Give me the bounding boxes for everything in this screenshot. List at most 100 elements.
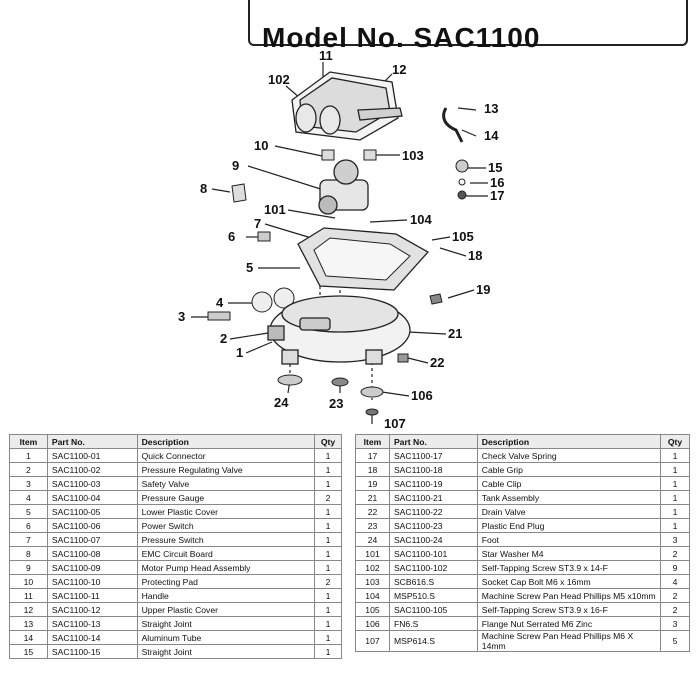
cell-item: 14: [9, 630, 48, 645]
cell-part-no: SAC1100-15: [46, 644, 138, 659]
cell-item: 5: [9, 504, 48, 519]
cell-item: 7: [9, 532, 48, 547]
model-title: Model No. SAC1100: [262, 22, 541, 53]
cell-item: 17: [355, 448, 390, 463]
cell-part-no: FN6.S: [388, 616, 478, 631]
cell-description: Cable Grip: [476, 462, 662, 477]
cell-description: Pressure Gauge: [136, 490, 316, 505]
cell-part-no: SAC1100-101: [388, 546, 478, 561]
cell-qty: 3: [660, 532, 690, 547]
callout-label: 15: [488, 160, 502, 175]
callout-label: 9: [232, 158, 239, 173]
cell-description: Protecting Pad: [136, 574, 316, 589]
cell-description: Lower Plastic Cover: [136, 504, 316, 519]
cell-qty: 1: [314, 462, 342, 477]
cell-description: Upper Plastic Cover: [136, 602, 316, 617]
cell-part-no: SAC1100-03: [46, 476, 138, 491]
cell-description: Handle: [136, 588, 316, 603]
model-title-frame: [248, 0, 688, 46]
cell-qty: 1: [314, 602, 342, 617]
header-description: Description: [136, 434, 316, 449]
cell-item: 13: [9, 616, 48, 631]
cell-description: Motor Pump Head Assembly: [136, 560, 316, 575]
callout-label: 23: [329, 396, 343, 411]
cell-part-no: SAC1100-01: [46, 448, 138, 463]
cell-description: EMC Circuit Board: [136, 546, 316, 561]
cell-description: Star Washer M4: [476, 546, 662, 561]
callout-label: 2: [220, 331, 227, 346]
cell-description: Machine Screw Pan Head Phillips M6 X 14m…: [476, 630, 662, 652]
table-header-row: Item Part No. Description Qty: [355, 434, 690, 449]
header-description: Description: [476, 434, 662, 449]
cell-qty: 1: [660, 490, 690, 505]
cell-description: Aluminum Tube: [136, 630, 316, 645]
cell-qty: 1: [314, 546, 342, 561]
callout-label: 22: [430, 355, 444, 370]
cell-item: 18: [355, 462, 390, 477]
cell-part-no: SAC1100-11: [46, 588, 138, 603]
cell-item: 105: [355, 602, 390, 617]
cell-description: Pressure Regulating Valve: [136, 462, 316, 477]
callout-label: 103: [402, 148, 424, 163]
cell-qty: 1: [660, 518, 690, 533]
cell-part-no: MSP510.S: [388, 588, 478, 603]
cell-qty: 1: [314, 476, 342, 491]
exploded-parts-diagram: 11 12 102 13 14 10 103 15 16 17 9 8 101 …: [178, 48, 504, 431]
callout-label: 107: [384, 416, 406, 431]
cell-qty: 1: [660, 504, 690, 519]
cell-part-no: SAC1100-22: [388, 504, 478, 519]
cell-description: Pressure Switch: [136, 532, 316, 547]
cell-description: Straight Joint: [136, 644, 316, 659]
cell-item: 1: [9, 448, 48, 463]
cell-description: Check Valve Spring: [476, 448, 662, 463]
cell-description: Foot: [476, 532, 662, 547]
cell-item: 4: [9, 490, 48, 505]
callout-label: 5: [246, 260, 253, 275]
cell-description: Self-Tapping Screw ST3.9 x 14-F: [476, 560, 662, 575]
header-part-no: Part No.: [388, 434, 478, 449]
cell-part-no: SAC1100-05: [46, 504, 138, 519]
cell-qty: 1: [314, 644, 342, 659]
cell-description: Power Switch: [136, 518, 316, 533]
cell-description: Cable Clip: [476, 476, 662, 491]
cell-item: 11: [9, 588, 48, 603]
cell-part-no: MSP614.S: [388, 630, 478, 652]
header-qty: Qty: [660, 434, 690, 449]
cell-qty: 3: [660, 616, 690, 631]
cell-part-no: SAC1100-21: [388, 490, 478, 505]
cell-part-no: SCB616.S: [388, 574, 478, 589]
callout-label: 18: [468, 248, 482, 263]
cell-qty: 1: [660, 476, 690, 491]
callout-label: 3: [178, 309, 185, 324]
callout-label: 7: [254, 216, 261, 231]
callout-label: 24: [274, 395, 289, 410]
cell-qty: 1: [314, 630, 342, 645]
callout-label: 4: [216, 295, 224, 310]
cell-qty: 2: [660, 546, 690, 561]
cell-qty: 1: [314, 560, 342, 575]
cell-qty: 1: [314, 518, 342, 533]
callout-label: 8: [200, 181, 207, 196]
cell-part-no: SAC1100-14: [46, 630, 138, 645]
callout-label: 19: [476, 282, 490, 297]
cell-qty: 1: [314, 616, 342, 631]
cell-qty: 2: [314, 490, 342, 505]
callout-label: 14: [484, 128, 499, 143]
cell-part-no: SAC1100-105: [388, 602, 478, 617]
cell-qty: 1: [660, 462, 690, 477]
